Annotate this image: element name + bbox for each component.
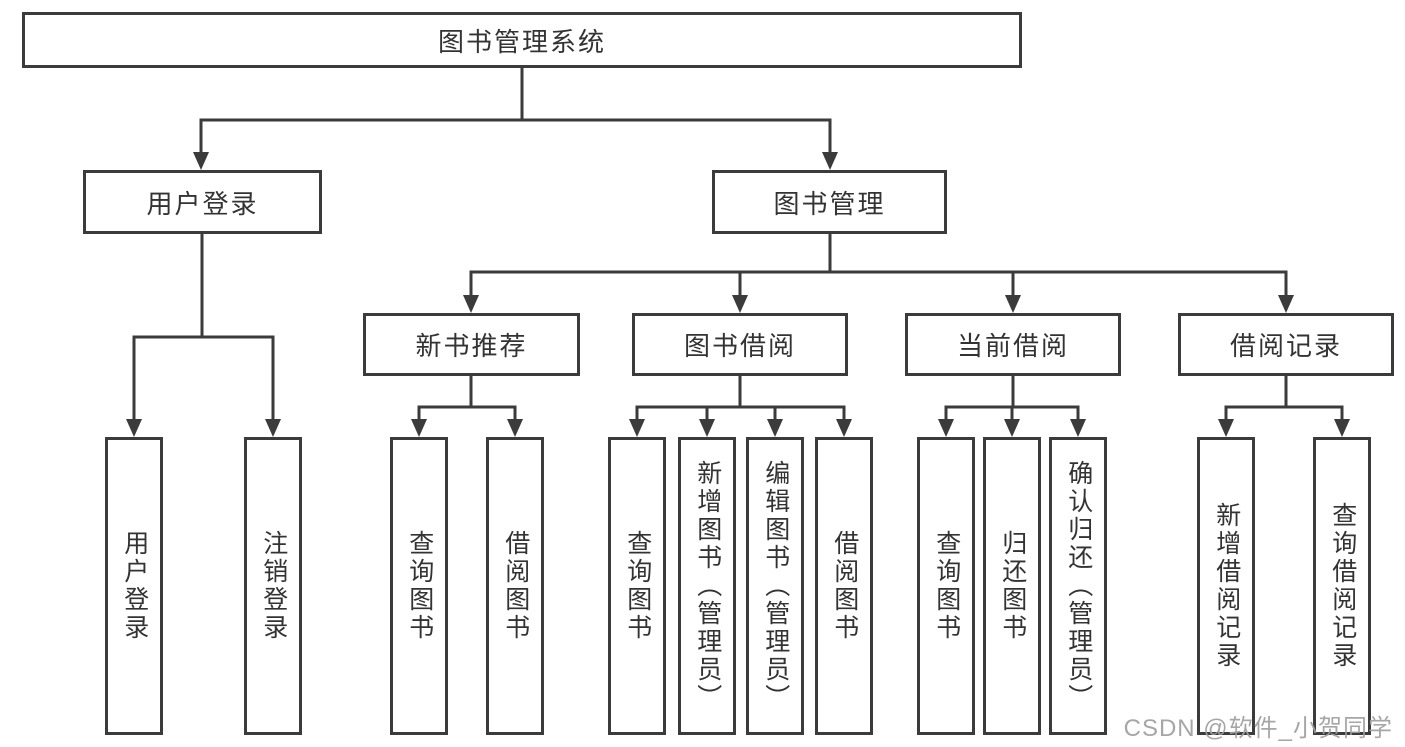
- leaf-query-books: 查询图书: [390, 437, 448, 735]
- node-borrow-records: 借阅记录: [1178, 313, 1394, 376]
- node-label: 归还图书: [998, 530, 1027, 642]
- edge-book-borrow-to-leaves: [635, 374, 846, 431]
- node-label: 用户登录: [146, 188, 259, 219]
- node-label: 新书推荐: [415, 331, 528, 361]
- leaf-query-borrow-record: 查询借阅记录: [1313, 437, 1371, 735]
- leaf-user-login: 用户登录: [105, 437, 163, 735]
- leaf-add-borrow-record: 新增借阅记录: [1197, 437, 1255, 735]
- leaf-query-books: 查询图书: [608, 437, 666, 735]
- leaf-add-book-admin: 新增图书（管理员）: [678, 437, 736, 735]
- node-book-borrow: 图书借阅: [632, 313, 848, 376]
- leaf-edit-book-admin: 编辑图书（管理员）: [746, 437, 804, 735]
- edge-user-login-to-leaves: [132, 232, 275, 431]
- leaf-confirm-return-admin: 确认归还（管理员）: [1049, 437, 1107, 735]
- leaf-logout: 注销登录: [244, 437, 302, 735]
- edge-new-book-recommend-to-leaves: [417, 374, 517, 431]
- leaf-borrow-books: 借阅图书: [815, 437, 873, 735]
- node-user-login: 用户登录: [83, 170, 322, 234]
- edge-book-management-to-level3: [469, 232, 1288, 305]
- node-current-borrow: 当前借阅: [905, 313, 1121, 376]
- leaf-borrow-books: 借阅图书: [486, 437, 544, 735]
- node-label: 借阅图书: [830, 530, 859, 642]
- node-label: 图书管理: [773, 188, 886, 219]
- node-label: 用户登录: [120, 530, 149, 642]
- edge-borrow-records-to-leaves: [1224, 374, 1344, 431]
- edge-current-borrow-to-leaves: [944, 374, 1080, 431]
- node-label: 新增图书（管理员）: [693, 460, 722, 712]
- node-label: 编辑图书（管理员）: [761, 460, 790, 712]
- node-label: 借阅记录: [1229, 331, 1342, 361]
- leaf-query-books: 查询图书: [917, 437, 975, 735]
- node-label: 当前借阅: [956, 331, 1069, 361]
- node-label: 查询图书: [623, 530, 652, 642]
- node-label: 借阅图书: [501, 530, 530, 642]
- node-label: 查询图书: [932, 530, 961, 642]
- node-label: 图书借阅: [683, 331, 796, 361]
- csdn-watermark: CSDN @软件_小贺同学: [1123, 715, 1393, 742]
- node-label: 查询借阅记录: [1328, 502, 1357, 670]
- leaf-return-book: 归还图书: [983, 437, 1041, 735]
- node-new-book-recommend: 新书推荐: [363, 313, 580, 376]
- node-label: 查询图书: [405, 530, 434, 642]
- node-label: 图书管理系统: [437, 26, 606, 57]
- node-book-management: 图书管理: [712, 170, 947, 234]
- node-label: 确认归还（管理员）: [1064, 460, 1093, 712]
- edge-root-to-level2: [199, 66, 832, 162]
- node-label: 注销登录: [259, 530, 288, 642]
- arrowheads: [126, 152, 1350, 437]
- node-library-management-system: 图书管理系统: [22, 12, 1022, 68]
- node-label: 新增借阅记录: [1212, 502, 1241, 670]
